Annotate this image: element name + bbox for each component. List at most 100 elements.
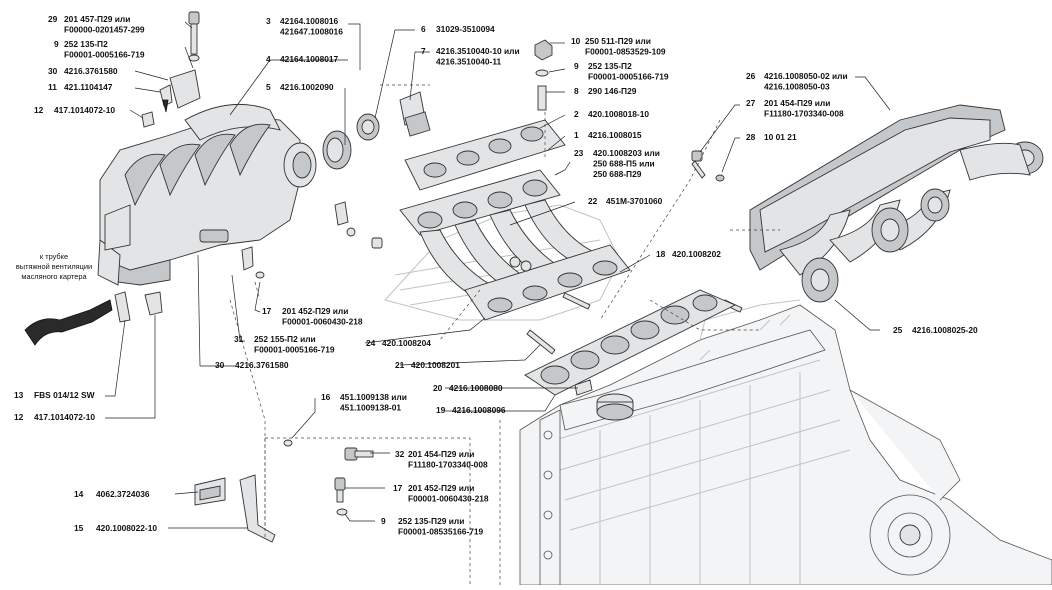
callout-part-number: 421647.1008016 [280,27,343,37]
callout-part-number: 201 457-П29 или [64,14,130,24]
callout-part-number: 4216.1008050-02 или [764,71,848,81]
callout-part-number: 4216.1008050-03 [764,82,830,92]
callout-part-number: 31029-3510094 [436,24,495,34]
callout-number: 1 [574,130,579,140]
callout-number: 18 [656,249,666,259]
callout-number: 32 [395,449,405,459]
callout-number: 12 [14,412,24,422]
callout-part-number: 420.1008022-10 [96,523,157,533]
callout-part-number: 417.1014072-10 [54,105,115,115]
leader-lines [105,21,891,529]
callout-part-number: F11180-1703340-008 [408,460,488,470]
callout-number: 12 [34,105,44,115]
callout-number: 2 [574,109,579,119]
callout-c30a: 30 4216.3761580 [48,66,118,76]
callout-c4: 4 42164.1008017 [266,54,339,64]
callout-number: 28 [746,132,756,142]
callout-part-number: 4216.1008015 [588,130,642,140]
callout-c5: 5 4216.1002090 [266,82,334,92]
callout-part-number: F00001-0005166-719 [64,50,145,60]
callout-part-number: 451М-3701060 [606,196,663,206]
callout-number: 3 [266,16,271,26]
callout-number: 26 [746,71,756,81]
callout-number: 22 [588,196,598,206]
callout-number: 4 [266,54,271,64]
callout-part-number: 4216.1008025-20 [912,325,978,335]
callout-part-number: 451.1009138 или [340,392,407,402]
callout-number: 8 [574,86,579,96]
callout-part-number: 451.1009138-01 [340,403,401,413]
callout-number: 19 [436,405,446,415]
callout-part-number: F00001-0005166-719 [588,72,669,82]
callout-number: 29 [48,14,58,24]
exhaust-gasket [524,289,737,396]
callout-part-number: 4216.1002090 [280,82,334,92]
callout-part-number: 420.1008018-10 [588,109,649,119]
callout-part-number: 417.1014072-10 [34,412,95,422]
callout-part-number: 420.1008201 [411,360,460,370]
callout-part-number: F00001-0005166-719 [254,345,335,355]
exhaust-manifold [691,104,1044,303]
callout-c25: 25 4216.1008025-20 [893,325,978,335]
callout-part-number: 4216.3761580 [235,360,289,370]
bracket-parts [194,439,374,543]
callout-part-number: 4216.1008096 [452,405,506,415]
callout-number: 5 [266,82,271,92]
callout-number: 13 [14,390,24,400]
callout-part-number: 252 135-П29 или [398,516,464,526]
callout-part-number: 420.1008203 или [593,148,660,158]
callout-part-number: F11180-1703340-008 [764,109,844,119]
callout-number: 9 [381,516,386,526]
callout-c2: 2 420.1008018-10 [574,109,649,119]
callout-number: 27 [746,98,756,108]
callout-number: 23 [574,148,584,158]
intake-runners [399,169,631,321]
callout-number: 16 [321,392,331,402]
callout-number: 30 [48,66,58,76]
callout-c13: 13 FBS 014/12 SW [14,390,95,400]
callout-number: 9 [574,61,579,71]
callout-c1: 1 4216.1008015 [574,130,642,140]
hose-note-line: масляного картера [21,272,87,281]
callout-part-number: 201 454-П29 или [764,98,830,108]
callout-number: 25 [893,325,903,335]
callout-number: 9 [54,39,59,49]
callout-part-number: F00001-0060430-218 [282,317,363,327]
hose-note-line: к трубке [40,252,68,261]
callout-number: 17 [393,483,403,493]
callout-part-number: 42164.1008016 [280,16,339,26]
callout-part-number: F00001-0853529-109 [585,47,666,57]
callout-number: 10 [571,36,581,46]
callout-part-number: FBS 014/12 SW [34,390,95,400]
callout-c22: 22 451М-3701060 [588,196,663,206]
callout-number: 31 [234,334,244,344]
small-parts-left [24,11,553,346]
callout-part-number: 4216.3761580 [64,66,118,76]
callout-part-number: 42164.1008017 [280,54,339,64]
callout-number: 7 [421,46,426,56]
callout-number: 24 [366,338,376,348]
callout-c12a: 12 417.1014072-10 [34,105,115,115]
callout-part-number: 252 135-П2 [64,39,108,49]
